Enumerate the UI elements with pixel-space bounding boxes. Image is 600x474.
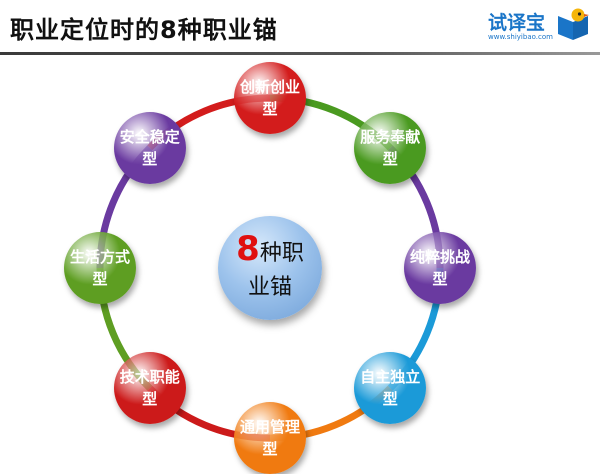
anchor-node-label: 生活方式型 bbox=[70, 248, 131, 288]
anchor-node: 创新创业型 bbox=[234, 62, 306, 134]
anchor-node: 生活方式型 bbox=[64, 232, 136, 304]
anchor-node-label: 服务奉献型 bbox=[360, 127, 421, 168]
header-rule bbox=[0, 52, 600, 55]
anchor-node: 服务奉献型 bbox=[354, 111, 427, 184]
center-number: 8 bbox=[236, 228, 260, 269]
center-circle: 8种职业锚 bbox=[218, 216, 322, 320]
career-anchor-diagram: 创新创业型服务奉献型纯粹挑战型自主独立型通用管理型 技术职能型 生活方式型 安全稳定型… bbox=[0, 56, 600, 474]
brand: 试译宝 www.shiyibao.com bbox=[488, 6, 592, 48]
anchor-node-label: 自主独立型 bbox=[360, 368, 421, 409]
anchor-node: 通用管理型 bbox=[234, 402, 306, 474]
anchor-node: 技术职能型 bbox=[113, 352, 186, 425]
anchor-node-label: 创新创业型 bbox=[240, 78, 301, 118]
brand-name: 试译宝 bbox=[488, 12, 546, 34]
anchor-node-label: 通用管理型 bbox=[240, 418, 301, 458]
brand-url: www.shiyibao.com bbox=[488, 33, 553, 41]
anchor-node-label: 技术职能型 bbox=[119, 368, 180, 409]
anchor-node-label: 安全稳定型 bbox=[119, 127, 180, 168]
anchor-node: 纯粹挑战型 bbox=[404, 232, 476, 304]
anchor-node: 安全稳定型 bbox=[113, 111, 186, 184]
book-logo-icon bbox=[558, 8, 589, 40]
anchor-node-label: 纯粹挑战型 bbox=[410, 248, 471, 288]
header: 职业定位时的8种职业锚 试译宝 www.shiyibao.com bbox=[0, 0, 600, 56]
page-title: 职业定位时的8种职业锚 bbox=[10, 16, 278, 44]
center-text: 种职业锚 bbox=[247, 240, 304, 300]
anchor-node: 自主独立型 bbox=[354, 352, 427, 425]
